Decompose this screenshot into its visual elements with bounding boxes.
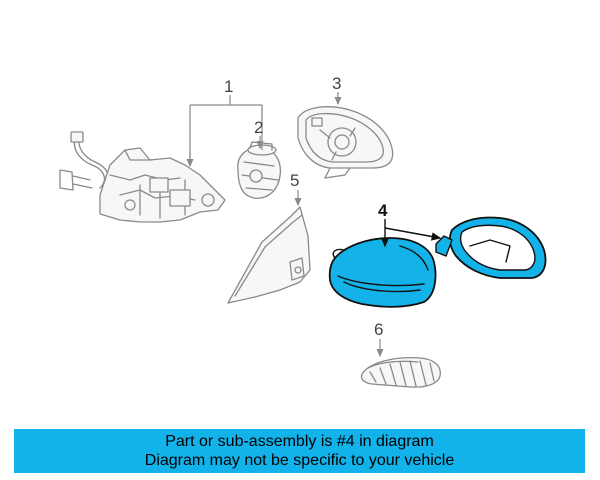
- info-banner: Part or sub-assembly is #4 in diagram Di…: [14, 429, 585, 473]
- callout-4: 4: [378, 201, 388, 220]
- leader-1: [189, 95, 263, 165]
- part-6-turn-signal[interactable]: [360, 356, 441, 388]
- callout-2: 2: [254, 118, 263, 137]
- leader-4-branch: [384, 227, 442, 241]
- callout-1: 1: [224, 77, 233, 96]
- part-3-glass-backing[interactable]: [297, 106, 394, 179]
- parts-diagram: 1 2 3 4 5 6: [59, 74, 547, 388]
- banner-line-1: Part or sub-assembly is #4 in diagram: [165, 433, 434, 450]
- banner-line-2: Diagram may not be specific to your vehi…: [144, 452, 455, 469]
- part-2-motor[interactable]: [237, 141, 282, 199]
- part-5-mirror-glass[interactable]: [227, 206, 311, 304]
- callout-6: 6: [374, 320, 383, 339]
- callout-3: 3: [332, 74, 341, 93]
- part-4-mirror-cover[interactable]: [328, 237, 437, 308]
- part-1-mirror-base[interactable]: [59, 131, 226, 223]
- callout-5: 5: [290, 171, 299, 190]
- part-4-trim-ring[interactable]: [435, 216, 547, 279]
